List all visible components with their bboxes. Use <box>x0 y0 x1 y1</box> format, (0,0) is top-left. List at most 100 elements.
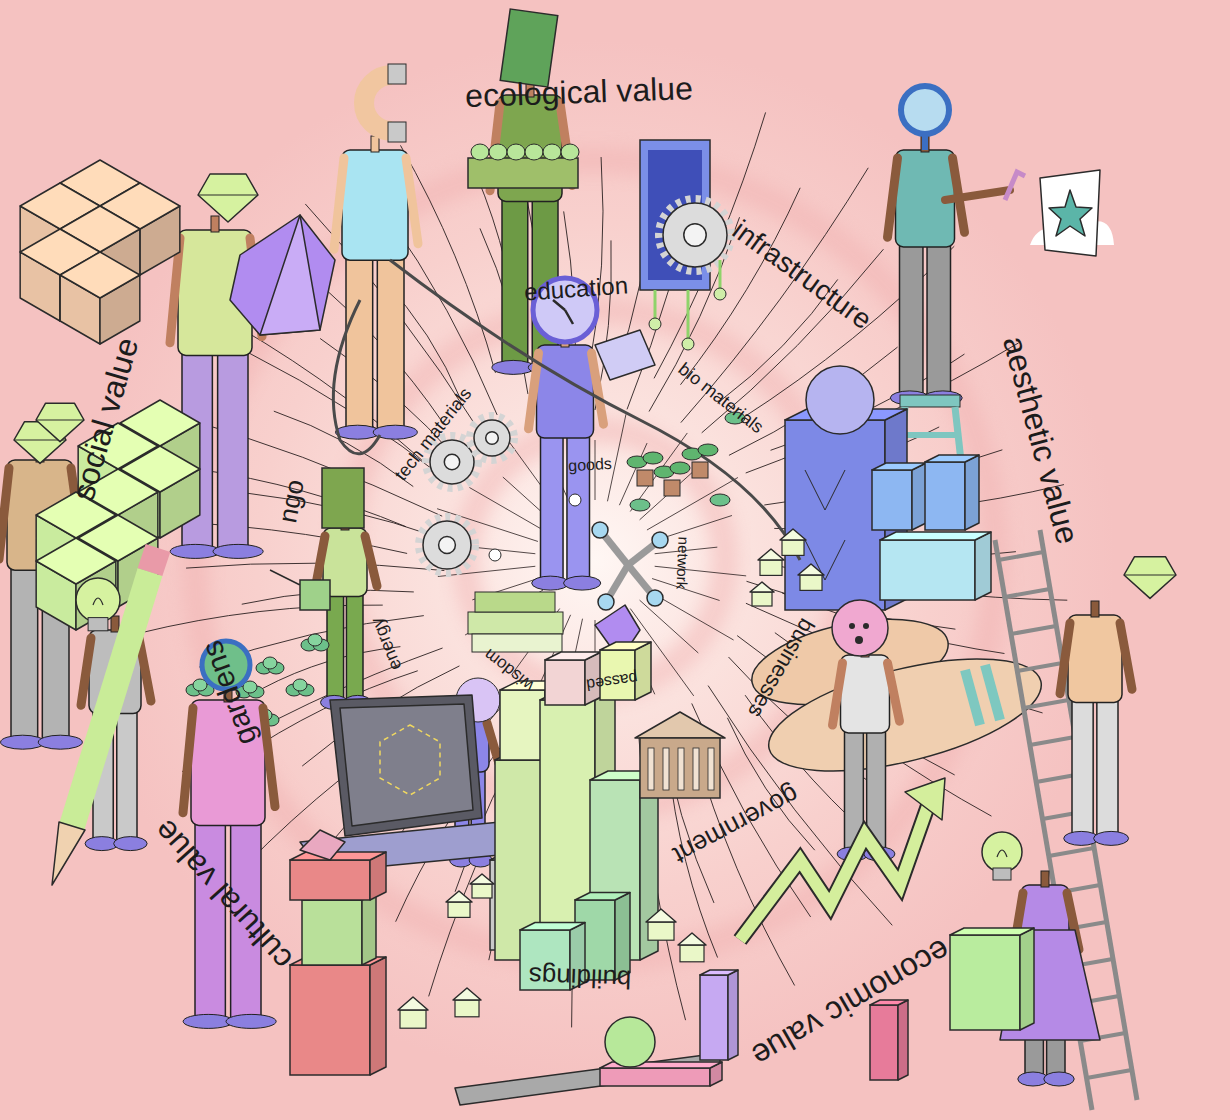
person-arm <box>833 663 843 725</box>
network-node <box>598 594 614 610</box>
globe-head <box>202 641 250 689</box>
crystal-facet <box>260 215 320 335</box>
gear-hole <box>486 432 499 445</box>
block-top <box>925 455 979 462</box>
ring-label: gardens <box>196 637 261 749</box>
ring-label: economic value <box>747 934 956 1073</box>
book <box>468 612 563 634</box>
block-top <box>520 923 585 931</box>
ring-label: buildings <box>529 963 632 993</box>
face-eye <box>863 623 869 629</box>
garden-plant <box>308 634 322 646</box>
person-leg <box>900 243 923 396</box>
gear-hole <box>439 537 456 554</box>
hexagon-sketch <box>380 725 440 795</box>
house-roof <box>780 529 806 540</box>
ladder-rung <box>1030 737 1075 745</box>
ring-label: infrastructure <box>728 216 877 335</box>
circuit-node <box>682 338 694 350</box>
person-neck <box>1041 871 1049 887</box>
column <box>708 748 714 790</box>
person-leg <box>346 592 363 700</box>
person-arm <box>888 663 900 721</box>
pencil-tip <box>52 822 85 885</box>
ladder-rung <box>1049 848 1094 856</box>
person-arm <box>263 708 275 807</box>
block-front <box>290 860 370 900</box>
column <box>693 748 699 790</box>
book-head <box>500 9 558 87</box>
bulb-base <box>88 618 108 631</box>
ring-label: aesthetic value <box>998 333 1084 547</box>
watering-can <box>270 570 330 610</box>
person-shoe <box>1094 831 1129 845</box>
house-body <box>782 540 804 555</box>
pin-stripe <box>985 665 1000 720</box>
house-roof <box>398 997 428 1010</box>
block-side <box>898 1000 908 1080</box>
gear-body <box>423 521 471 569</box>
person-leg <box>117 710 137 842</box>
seedling <box>543 144 561 160</box>
gem-head <box>36 403 84 441</box>
house-body <box>400 1010 426 1028</box>
block-side <box>635 642 651 700</box>
magnet-tip <box>388 122 406 142</box>
plant-pot <box>692 462 708 478</box>
seedling <box>507 144 525 160</box>
magnifier-handle <box>922 134 928 150</box>
garden-plant <box>725 412 745 424</box>
column <box>648 748 654 790</box>
block-top <box>872 463 926 470</box>
house-body <box>752 592 772 606</box>
ring-label: ngo <box>274 477 308 525</box>
ring-glow <box>75 40 1115 1080</box>
circuit-node <box>714 288 726 300</box>
person-shoe <box>226 1014 276 1028</box>
gear-teeth <box>419 517 475 573</box>
round-head <box>832 600 888 656</box>
ball <box>605 1017 655 1067</box>
house-body <box>648 922 674 940</box>
dome-sphere <box>806 366 874 434</box>
gear-body <box>430 440 474 484</box>
block-front <box>950 935 1020 1030</box>
block-top <box>290 852 386 860</box>
plant-pot <box>664 480 680 496</box>
garden-plant <box>293 679 307 691</box>
person-leg <box>1097 698 1118 836</box>
house-roof <box>470 874 494 884</box>
person-leg <box>195 821 225 1019</box>
person-arm <box>945 190 1010 200</box>
block-side <box>362 893 376 965</box>
book <box>472 634 562 652</box>
block-side <box>1020 928 1034 1030</box>
block-top <box>575 893 630 901</box>
spoke-line <box>694 745 795 985</box>
person-figure <box>183 686 276 1028</box>
person-leg <box>927 243 950 396</box>
gear-hole <box>684 224 706 246</box>
person-arm <box>487 723 499 763</box>
person-arm <box>0 468 9 559</box>
magnet-tip <box>388 64 406 84</box>
seedling-tray <box>468 158 578 188</box>
glass-box <box>595 330 655 380</box>
building-roof <box>635 712 725 738</box>
ladder-rung <box>1087 1070 1132 1078</box>
network-node <box>592 522 608 538</box>
person-figure <box>0 446 83 749</box>
gear-teeth <box>470 416 514 460</box>
person-figure <box>888 136 965 405</box>
house-roof <box>750 582 774 592</box>
house-body <box>448 902 470 917</box>
person-leg <box>502 197 528 365</box>
ladder-rung <box>1017 663 1062 671</box>
person-neck <box>111 616 119 632</box>
house-body <box>680 945 704 962</box>
stepladder <box>900 395 960 407</box>
person-leg <box>231 821 261 1019</box>
person-shoe <box>114 837 147 851</box>
